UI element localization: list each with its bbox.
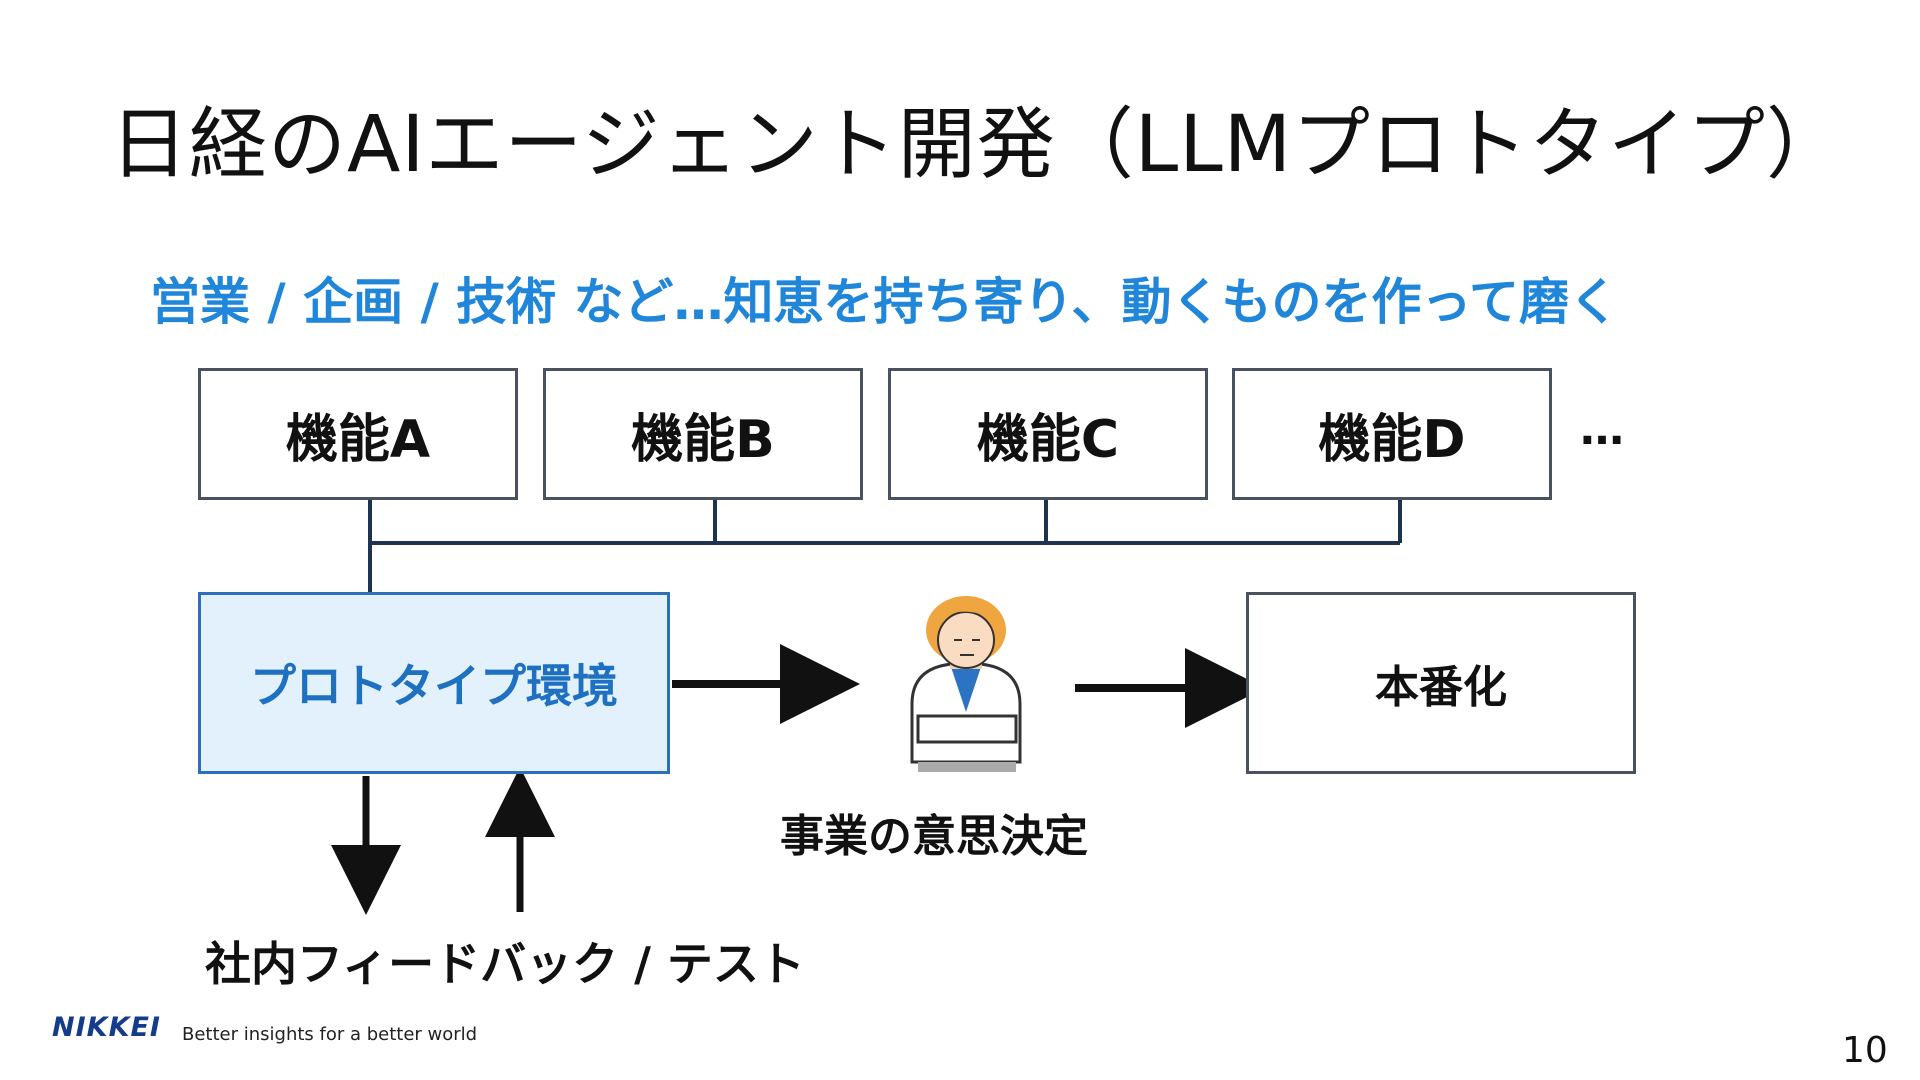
- slide-title: 日経のAIエージェント開発（LLMプロトタイプ）: [110, 100, 1846, 190]
- feedback-label: 社内フィードバック / テスト: [205, 937, 805, 991]
- prototype-environment-box: プロトタイプ環境: [198, 592, 670, 774]
- feature-label-a: 機能A: [285, 409, 431, 470]
- feature-box-c: 機能C: [888, 368, 1208, 500]
- page-number: 10: [1842, 1030, 1888, 1071]
- feature-box-b: 機能B: [543, 368, 863, 500]
- feature-box-a: 機能A: [198, 368, 518, 500]
- prototype-environment-label: プロトタイプ環境: [250, 659, 618, 713]
- footer-tagline: Better insights for a better world: [182, 1024, 478, 1045]
- production-box: 本番化: [1246, 592, 1636, 774]
- nikkei-logo: NIKKEI: [52, 1012, 161, 1043]
- person-arms-crossed-icon: [910, 596, 1022, 772]
- more-features-ellipsis: …: [1580, 404, 1624, 455]
- feature-bus-lines: [368, 500, 1402, 592]
- feature-label-b: 機能B: [631, 409, 775, 470]
- slide-subtitle: 営業 / 企画 / 技術 など…知恵を持ち寄り、動くものを作って磨く: [150, 273, 1620, 331]
- feature-label-d: 機能D: [1318, 409, 1466, 470]
- feature-label-c: 機能C: [976, 409, 1120, 470]
- production-label: 本番化: [1375, 662, 1507, 713]
- feature-box-d: 機能D: [1232, 368, 1552, 500]
- decision-label: 事業の意思決定: [780, 811, 1088, 862]
